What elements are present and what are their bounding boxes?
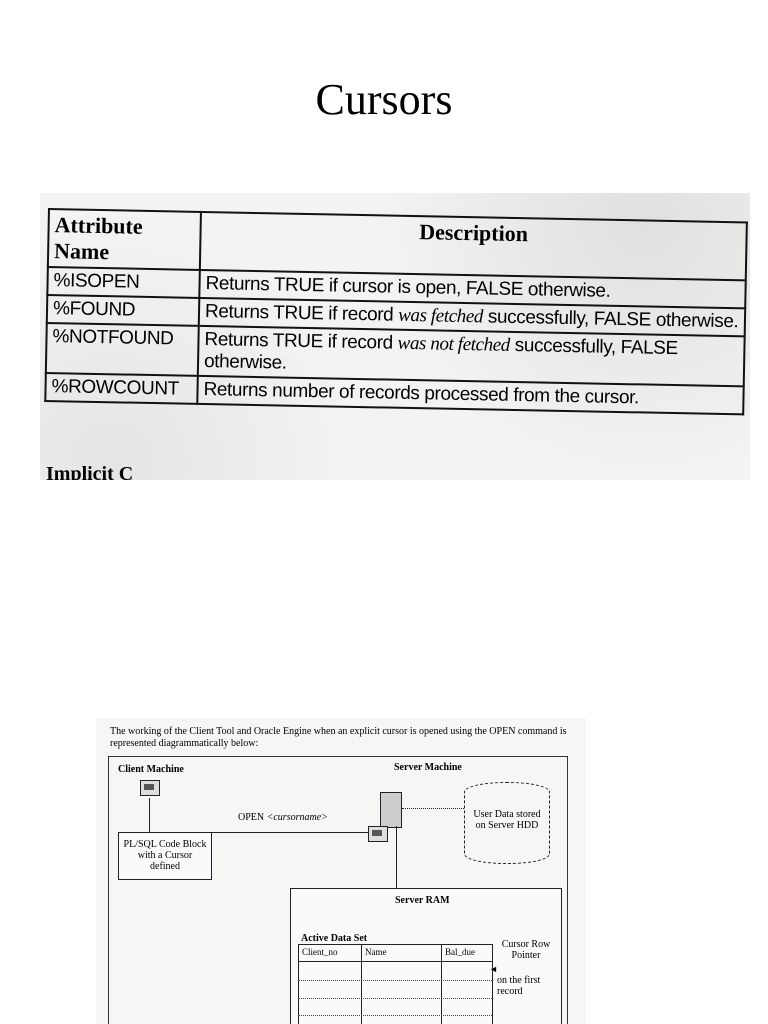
data-row-line: [298, 1015, 492, 1016]
grid-line: [492, 961, 493, 1024]
server-terminal-icon: [368, 826, 388, 842]
diagram-intro-text: The working of the Client Tool and Oracl…: [110, 726, 567, 749]
column-header-attribute-name: Attribute Name: [47, 209, 201, 270]
first-record-label: on the first record: [497, 975, 541, 997]
cursorname-placeholder: <cursorname>: [266, 812, 328, 823]
client-connector-line: [149, 798, 150, 832]
column-header-client-no: Client_no: [298, 944, 362, 962]
cut-off-heading: Implicit C: [46, 463, 134, 480]
cursor-diagram-scan: The working of the Client Tool and Oracl…: [96, 718, 586, 1024]
server-to-storage-line: [402, 808, 464, 809]
open-command-label: OPEN <cursorname>: [238, 812, 328, 823]
attribute-name-cell: %ISOPEN: [47, 267, 200, 298]
server-ram-box: Server RAM Active Data Set Cursor Row Po…: [290, 888, 562, 1024]
description-text: Returns TRUE if record: [204, 301, 399, 326]
diagram-frame: [108, 756, 568, 1024]
pointer-arrow-icon: ◄: [489, 964, 498, 974]
description-text: Returns TRUE if record: [204, 329, 398, 354]
plsql-block-box: PL/SQL Code Block with a Cursor defined: [118, 832, 212, 880]
server-machine-label: Server Machine: [394, 762, 462, 773]
description-text: Returns number of records processed from…: [203, 379, 640, 409]
scan-texture: [40, 193, 750, 480]
description-text: successfully, FALSE otherwise.: [482, 306, 739, 333]
description-emphasis: was not fetched: [397, 332, 511, 356]
attribute-table-scan: Attribute Name Description %ISOPEN Retur…: [40, 193, 750, 480]
server-icon: [380, 792, 402, 828]
grid-line: [361, 961, 362, 1024]
grid-line: [298, 961, 299, 1024]
attribute-name-cell: %NOTFOUND: [45, 322, 199, 376]
column-header-bal-due: Bal_due: [441, 944, 493, 962]
attribute-name-cell: %FOUND: [46, 295, 200, 326]
user-data-storage-icon: User Data stored on Server HDD: [464, 782, 550, 864]
open-keyword: OPEN: [238, 812, 267, 823]
client-computer-icon: [140, 780, 160, 796]
plsql-block-label: PL/SQL Code Block with a Cursor defined: [123, 839, 207, 872]
active-data-set-label: Active Data Set: [301, 933, 368, 944]
grid-line: [441, 961, 442, 1024]
client-machine-label: Client Machine: [118, 764, 184, 775]
description-emphasis: was fetched: [397, 304, 484, 328]
column-header-description: Description: [199, 211, 747, 281]
user-data-label: User Data stored on Server HDD: [473, 809, 541, 831]
cursor-row-pointer-label: Cursor Row Pointer: [501, 939, 551, 961]
server-ram-label: Server RAM: [395, 895, 450, 906]
server-to-ram-line: [396, 826, 397, 888]
column-header-name: Name: [361, 944, 442, 962]
attribute-name-cell: %ROWCOUNT: [45, 372, 198, 404]
data-row-line: [298, 980, 492, 981]
cursor-attribute-table: Attribute Name Description %ISOPEN Retur…: [44, 208, 748, 415]
data-row-line: [298, 998, 492, 999]
slide-title: Cursors: [315, 75, 453, 124]
description-text: Returns TRUE if cursor is open, FALSE ot…: [205, 273, 611, 302]
open-arrow-line: [210, 832, 370, 833]
